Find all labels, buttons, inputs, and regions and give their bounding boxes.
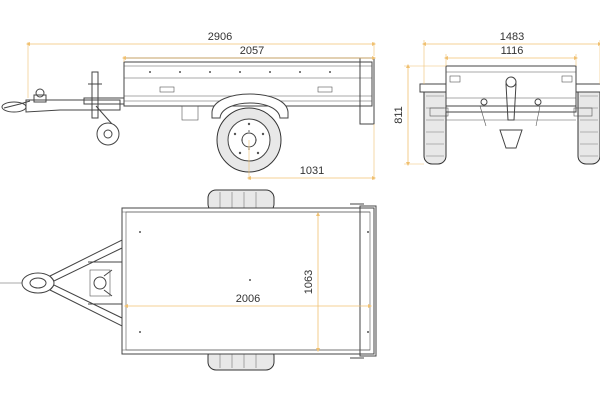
- dim-inner-width: 1063: [303, 212, 320, 352]
- dim-inner-length-label: 2006: [236, 293, 260, 305]
- dim-box-width: 1116: [444, 45, 578, 66]
- dim-overall-width: 1483: [422, 31, 600, 84]
- dim-box-length: 2057: [122, 45, 376, 62]
- top-box: [121, 203, 377, 359]
- rear-box: [429, 65, 593, 149]
- dim-inner-length: 2006: [124, 293, 372, 308]
- dim-overall-length: 2906: [26, 31, 376, 98]
- side-drawbar: [1, 71, 125, 146]
- dim-height-label: 811: [393, 106, 405, 124]
- top-view: 2006 1063: [0, 189, 377, 371]
- dim-box-length-label: 2057: [240, 45, 264, 57]
- rear-wheel-left: [423, 83, 447, 165]
- dim-box-width-label: 1116: [501, 45, 524, 57]
- dim-axle-to-rear: 1031: [247, 124, 376, 180]
- dim-height: 811: [393, 64, 446, 166]
- dim-overall-length-label: 2906: [208, 31, 232, 43]
- rear-view: 1483 1116 811: [393, 31, 600, 166]
- top-drawbar: [21, 239, 123, 327]
- dim-inner-width-label: 1063: [303, 270, 315, 294]
- dim-axle-to-rear-label: 1031: [300, 165, 324, 177]
- dim-overall-width-label: 1483: [500, 31, 524, 43]
- side-view: 2906 2057 1031: [1, 31, 376, 180]
- rear-wheel-right: [577, 83, 600, 165]
